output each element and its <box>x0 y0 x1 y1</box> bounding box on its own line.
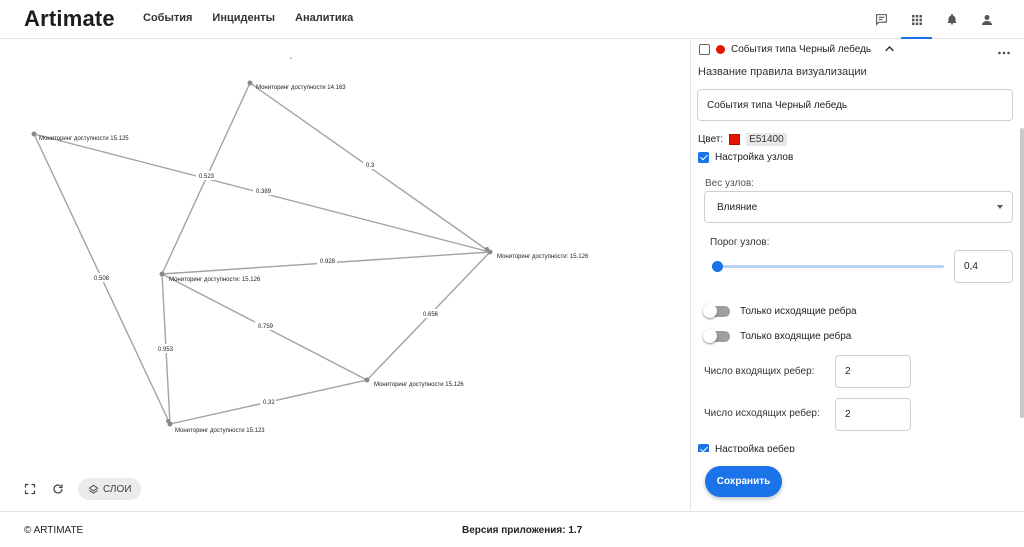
version-value: 1.7 <box>568 525 583 536</box>
rule-color-dot <box>716 45 725 54</box>
app-version: Версия приложения: 1.7 <box>462 525 582 536</box>
rule-title: События типа Черный лебедь <box>731 44 872 55</box>
node-label: Мониторинг доступности: 15.126 <box>169 277 261 283</box>
node-weight-value: Влияние <box>717 201 758 213</box>
graph-node <box>487 249 493 255</box>
node-threshold-slider-track[interactable] <box>716 265 944 268</box>
edge-weight-label: 0.3 <box>366 163 375 169</box>
color-hex-value[interactable]: E51400 <box>746 133 787 146</box>
rule-select-checkbox[interactable] <box>699 44 710 55</box>
outgoing-count-label: Число исходящих ребер: <box>704 408 820 419</box>
edge-weight-label: 0.656 <box>423 312 439 318</box>
edge-weight-label: 0.508 <box>94 276 110 282</box>
edge-settings-checkbox[interactable] <box>698 444 709 452</box>
edge-weight-label: 0.953 <box>158 347 174 353</box>
layers-icon <box>88 484 99 494</box>
incoming-only-toggle[interactable] <box>703 329 730 343</box>
node-label: Мониторинг доступности: 15.126 <box>497 254 589 260</box>
more-options-icon[interactable] <box>998 44 1010 58</box>
incoming-only-label: Только входящие ребра <box>740 331 852 342</box>
node-settings-checkbox[interactable] <box>698 152 709 163</box>
version-label: Версия приложения: <box>462 525 566 536</box>
color-row: Цвет: E51400 <box>698 133 787 146</box>
node-threshold-input[interactable]: 0,4 <box>954 250 1013 283</box>
edge-weight-label: 0.32 <box>263 400 275 406</box>
nav-events[interactable]: События <box>143 12 193 24</box>
graph-node <box>364 377 370 383</box>
outgoing-only-toggle[interactable] <box>703 304 730 318</box>
nav-incidents[interactable]: Инциденты <box>212 12 276 24</box>
node-threshold-label: Порог узлов: <box>710 237 770 248</box>
layers-button-label: СЛОИ <box>103 483 132 495</box>
copyright-text: © ARTIMATE <box>24 525 84 536</box>
node-weight-select[interactable]: Влияние <box>704 191 1013 223</box>
save-button[interactable]: Сохранить <box>705 466 782 497</box>
graph-toolbar: СЛОИ <box>22 478 142 500</box>
rule-name-input[interactable]: События типа Черный лебедь <box>697 89 1013 121</box>
top-bar: Artimate События Инциденты Аналитика <box>0 0 1024 39</box>
node-threshold-slider-thumb[interactable] <box>712 261 723 272</box>
outgoing-count-input[interactable]: 2 <box>835 398 911 431</box>
graph-canvas[interactable]: 0.3 0.523 0.389 0.508 0.928 0.759 0.953 … <box>0 40 690 510</box>
color-swatch[interactable] <box>729 134 741 145</box>
graph-node <box>247 80 253 86</box>
incoming-only-row: Только входящие ребра <box>703 329 852 343</box>
node-weight-label: Вес узлов: <box>705 178 755 189</box>
edge-weight-label: 0.759 <box>258 324 274 330</box>
edge-weight-label: 0.389 <box>256 189 272 195</box>
app-logo[interactable]: Artimate <box>24 6 115 31</box>
chat-icon[interactable] <box>868 6 895 33</box>
graph-svg[interactable]: 0.3 0.523 0.389 0.508 0.928 0.759 0.953 … <box>0 40 690 510</box>
rule-name-label: Название правила визуализации <box>698 66 867 78</box>
toolbar-icons <box>868 6 1000 39</box>
refresh-icon[interactable] <box>50 481 66 497</box>
node-settings-row: Настройка узлов <box>698 152 793 163</box>
panel-scrollbar[interactable] <box>1020 128 1024 418</box>
notifications-bell-icon[interactable] <box>938 6 965 33</box>
graph-node <box>31 131 37 137</box>
user-account-icon[interactable] <box>973 6 1000 33</box>
color-label: Цвет: <box>698 134 724 145</box>
visualization-rule-panel: События типа Черный лебедь <box>690 40 1024 510</box>
dropdown-arrow-icon <box>997 205 1003 209</box>
nav-analytics[interactable]: Аналитика <box>295 12 354 24</box>
edge-settings-row: Настройка ребер <box>698 444 795 452</box>
chevron-up-icon[interactable] <box>885 44 894 55</box>
node-label: Мониторинг доступности 15.126 <box>374 382 464 388</box>
node-label: Мониторинг доступности 15.125 <box>39 136 129 142</box>
edge-weight-label: 0.928 <box>320 259 336 265</box>
node-label: Мониторинг доступности 14.163 <box>256 85 346 91</box>
fullscreen-icon[interactable] <box>22 481 38 497</box>
apps-grid-icon[interactable] <box>901 6 932 39</box>
incoming-count-label: Число входящих ребер: <box>704 366 815 377</box>
node-settings-label: Настройка узлов <box>715 152 794 163</box>
rule-header: События типа Черный лебедь <box>699 44 894 55</box>
main-nav: События Инциденты Аналитика <box>143 12 353 24</box>
outgoing-only-label: Только исходящие ребра <box>740 306 857 317</box>
edge-weight-label: 0.523 <box>199 174 215 180</box>
footer: © ARTIMATE Версия приложения: 1.7 <box>0 511 1024 547</box>
incoming-count-input[interactable]: 2 <box>835 355 911 388</box>
edge-settings-label: Настройка ребер <box>715 444 795 452</box>
layers-button[interactable]: СЛОИ <box>78 478 142 500</box>
graph-node <box>159 271 165 277</box>
node-label: Мониторинг доступности 15.123 <box>175 428 265 434</box>
outgoing-only-row: Только исходящие ребра <box>703 304 857 318</box>
